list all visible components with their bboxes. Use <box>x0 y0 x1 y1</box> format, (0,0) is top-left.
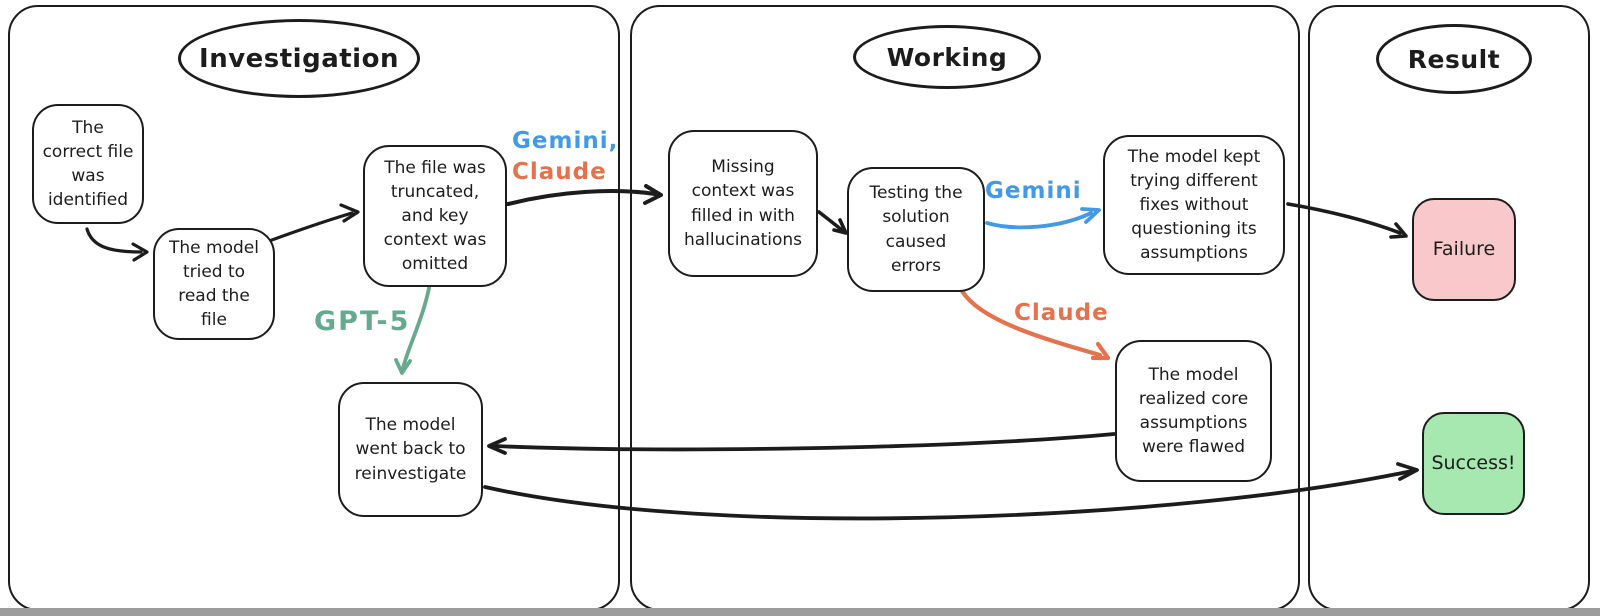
node-missing-context-hallucinations: Missing context was filled in with hallu… <box>668 130 818 277</box>
edge-label-gemini-comma: Gemini, <box>512 128 619 154</box>
panel-working <box>630 5 1300 611</box>
section-title-working-label: Working <box>886 42 1008 72</box>
section-title-investigation: Investigation <box>178 19 420 98</box>
node-model-tried-to-read-file: The model tried to read the file <box>153 228 275 340</box>
section-title-working: Working <box>853 25 1041 89</box>
panel-result <box>1308 5 1590 611</box>
edge-label-gemini-claude: Gemini, Claude <box>512 126 618 188</box>
edge-label-claude-top: Claude <box>512 159 607 185</box>
node-realized-assumptions-flawed: The model realized core assumptions were… <box>1115 340 1272 482</box>
node-success-result: Success! <box>1422 412 1525 515</box>
node-testing-solution-caused-errors: Testing the solution caused errors <box>847 167 985 292</box>
bottom-edge-strip <box>0 608 1600 616</box>
section-title-result-label: Result <box>1407 44 1501 74</box>
edge-label-gemini: Gemini <box>985 178 1082 204</box>
node-went-back-to-reinvestigate: The model went back to reinvestigate <box>338 382 483 517</box>
section-title-investigation-label: Investigation <box>199 43 399 74</box>
node-failure-result: Failure <box>1412 198 1516 301</box>
edge-label-gpt5: GPT-5 <box>314 306 411 337</box>
node-kept-trying-fixes: The model kept trying different fixes wi… <box>1103 135 1285 275</box>
section-title-result: Result <box>1376 24 1532 94</box>
node-file-truncated-context-omitted: The file was truncated, and key context … <box>363 145 507 287</box>
node-correct-file-identified: The correct file was identified <box>32 104 144 224</box>
edge-label-claude: Claude <box>1014 300 1109 326</box>
